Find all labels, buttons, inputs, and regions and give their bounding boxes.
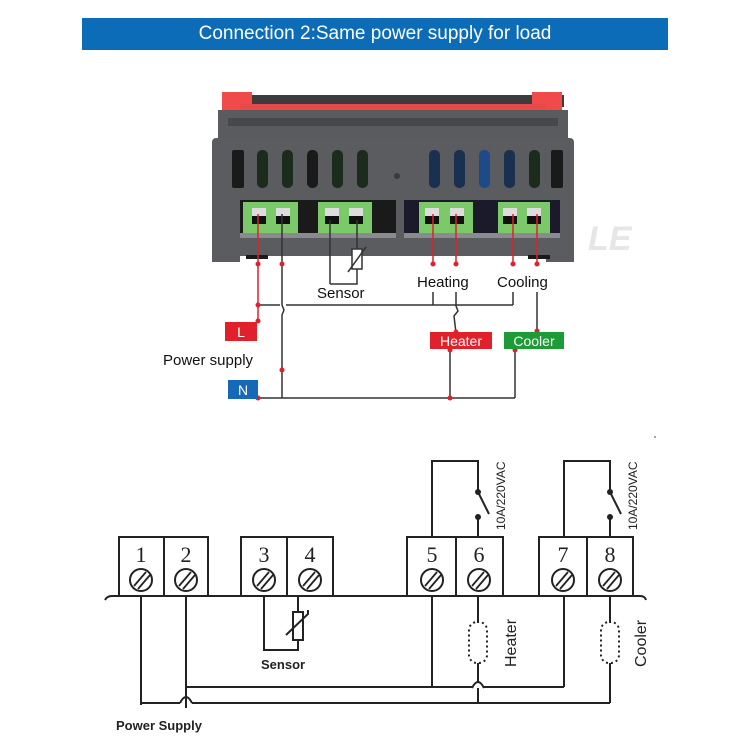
vent-slots <box>232 150 563 188</box>
relay-contact-dots <box>475 489 613 520</box>
tag-L: L <box>225 322 257 341</box>
svg-text:Cooler: Cooler <box>513 333 555 349</box>
power-supply-label: Power supply <box>163 352 254 369</box>
terminal-block-cooling <box>498 202 550 234</box>
relay-2-loop <box>563 460 611 537</box>
terminal-number-5: 5 <box>427 542 438 567</box>
wires <box>258 214 538 399</box>
tag-cooler: Cooler <box>504 332 564 349</box>
terminal-box-5 <box>406 536 457 597</box>
terminal-number-2: 2 <box>181 542 192 567</box>
svg-text:Heater: Heater <box>440 333 482 349</box>
terminal-block-power <box>243 202 298 234</box>
terminal-block-sensor <box>318 202 372 234</box>
relay-2-switch-icon <box>609 491 622 515</box>
terminal-box-4 <box>286 536 334 597</box>
terminal-screws <box>129 568 622 592</box>
relay-rating-2: 10A/220VAC <box>626 461 640 530</box>
wire-terminal2-neutral <box>281 214 285 398</box>
terminal-number-7: 7 <box>558 542 569 567</box>
relay-1-loop <box>431 460 479 537</box>
svg-text:L: L <box>237 324 245 340</box>
relay-1-switch-icon <box>477 491 490 515</box>
terminal-number-6: 6 <box>474 542 485 567</box>
tag-heater: Heater <box>430 332 492 349</box>
terminal-number-4: 4 <box>305 542 316 567</box>
watermark: LE <box>588 220 633 258</box>
cooler-label: Cooler <box>633 619 650 667</box>
sensor-label: Sensor <box>317 285 365 302</box>
terminal-number-1: 1 <box>136 542 147 567</box>
heating-label: Heating <box>417 274 469 291</box>
heater-load-icon <box>468 621 488 664</box>
terminal-box-6 <box>455 536 504 597</box>
cooler-load-icon <box>600 621 620 664</box>
upper-wiring-diagram: LE Sensor Heating Cooling Power <box>163 92 633 401</box>
thermistor-icon <box>292 611 304 641</box>
terminal-box-3 <box>240 536 288 597</box>
terminal-number-3: 3 <box>259 542 270 567</box>
cooling-label: Cooling <box>497 274 548 291</box>
title-text: Connection 2:Same power supply for load <box>198 23 552 44</box>
tag-N: N <box>228 380 258 399</box>
base-rail <box>104 595 647 601</box>
controller-device <box>212 92 574 262</box>
terminal-box-7 <box>538 536 588 597</box>
terminal-box-2 <box>163 536 209 597</box>
title-banner: Connection 2:Same power supply for load <box>82 18 668 50</box>
terminal-number-8: 8 <box>605 542 616 567</box>
relay-rating-1: 10A/220VAC <box>494 461 508 530</box>
heater-label: Heater <box>503 618 520 667</box>
sensor-label: Sensor <box>261 657 305 672</box>
svg-text:N: N <box>238 382 248 398</box>
power-supply-label: Power Supply <box>116 718 203 733</box>
terminal-block-heating <box>419 202 473 234</box>
terminal-box-8 <box>586 536 634 597</box>
terminal-box-1 <box>118 536 165 597</box>
